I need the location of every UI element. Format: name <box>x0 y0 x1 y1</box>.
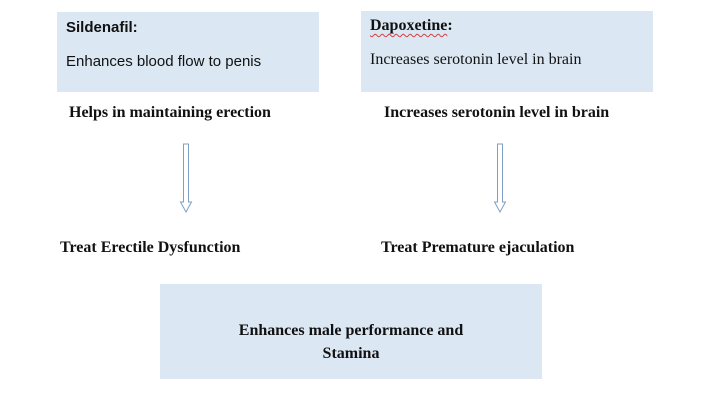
dapoxetine-box: Dapoxetine: Increases serotonin level in… <box>361 11 653 92</box>
dapoxetine-treat-label: Treat Premature ejaculation <box>381 239 575 256</box>
dapoxetine-title: Dapoxetine: <box>370 17 453 35</box>
dapoxetine-description: Increases serotonin level in brain <box>370 51 582 68</box>
result-line-1: Enhances male performance and <box>238 322 464 339</box>
sildenafil-description: Enhances blood flow to penis <box>66 53 262 70</box>
result-box: Enhances male performance and Stamina <box>160 284 542 379</box>
sildenafil-effect-label: Helps in maintaining erection <box>69 104 271 121</box>
sildenafil-treat-label: Treat Erectile Dysfunction <box>60 239 241 256</box>
dapoxetine-title-colon: : <box>447 17 453 34</box>
result-line-2: Stamina <box>322 345 380 362</box>
down-arrow-icon <box>179 143 193 213</box>
dapoxetine-title-word: Dapoxetine <box>370 17 448 34</box>
dapoxetine-effect-label: Increases serotonin level in brain <box>384 104 610 121</box>
result-text: Enhances male performance and Stamina <box>160 319 542 365</box>
sildenafil-title: Sildenafil: <box>66 19 138 36</box>
down-arrow-icon <box>493 143 507 213</box>
sildenafil-box: Sildenafil: Enhances blood flow to penis <box>57 12 319 92</box>
